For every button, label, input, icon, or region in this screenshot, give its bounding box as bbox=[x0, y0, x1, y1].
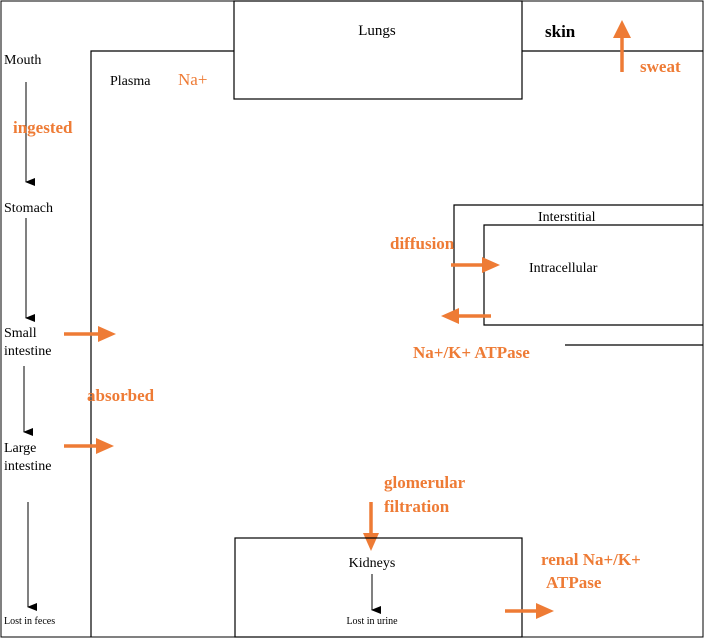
large-intestine-absorb-arrow bbox=[64, 438, 114, 454]
diffusion-arrow bbox=[451, 257, 500, 273]
large-intestine-label: intestine bbox=[4, 459, 51, 474]
absorbed-label: absorbed bbox=[87, 386, 155, 405]
ingested-label: ingested bbox=[13, 118, 73, 137]
plasma-na-label: Na+ bbox=[178, 70, 207, 89]
diffusion-label: diffusion bbox=[390, 234, 455, 253]
mouth-label: Mouth bbox=[4, 53, 41, 68]
small-intestine-absorb-arrow bbox=[64, 326, 116, 342]
lost-feces-label: Lost in feces bbox=[4, 616, 55, 627]
lost-urine-label: Lost in urine bbox=[346, 616, 398, 627]
large-label: Large bbox=[4, 441, 36, 456]
small-intestine-label: intestine bbox=[4, 344, 51, 359]
skin-label: skin bbox=[545, 22, 576, 41]
sweat-label: sweat bbox=[640, 57, 681, 76]
plasma-label: Plasma bbox=[110, 74, 151, 89]
plasma-left-border bbox=[90, 50, 234, 637]
kidneys-box bbox=[234, 537, 523, 638]
interstitial-border bbox=[453, 204, 703, 320]
na-k-atpase-label: Na+/K+ ATPase bbox=[413, 343, 530, 362]
atpase-pump-arrow bbox=[441, 308, 491, 324]
stomach-label: Stomach bbox=[4, 201, 53, 216]
filtration-label: filtration bbox=[384, 497, 450, 516]
intracellular-border bbox=[483, 224, 703, 326]
interstitial-label: Interstitial bbox=[538, 210, 596, 225]
renal-label-2: ATPase bbox=[546, 573, 602, 592]
intracellular-label: Intracellular bbox=[529, 261, 598, 276]
small-label: Small bbox=[4, 326, 37, 341]
sweat-arrow bbox=[613, 20, 631, 72]
kidneys-label: Kidneys bbox=[349, 556, 396, 571]
lungs-label: Lungs bbox=[358, 23, 396, 39]
renal-label-1: renal Na+/K+ bbox=[541, 550, 641, 569]
lungs-box bbox=[233, 0, 523, 100]
glomerular-label: glomerular bbox=[384, 473, 466, 492]
renal-reabsorb-arrow bbox=[505, 603, 554, 619]
glomerular-filtration-arrow bbox=[363, 502, 379, 551]
